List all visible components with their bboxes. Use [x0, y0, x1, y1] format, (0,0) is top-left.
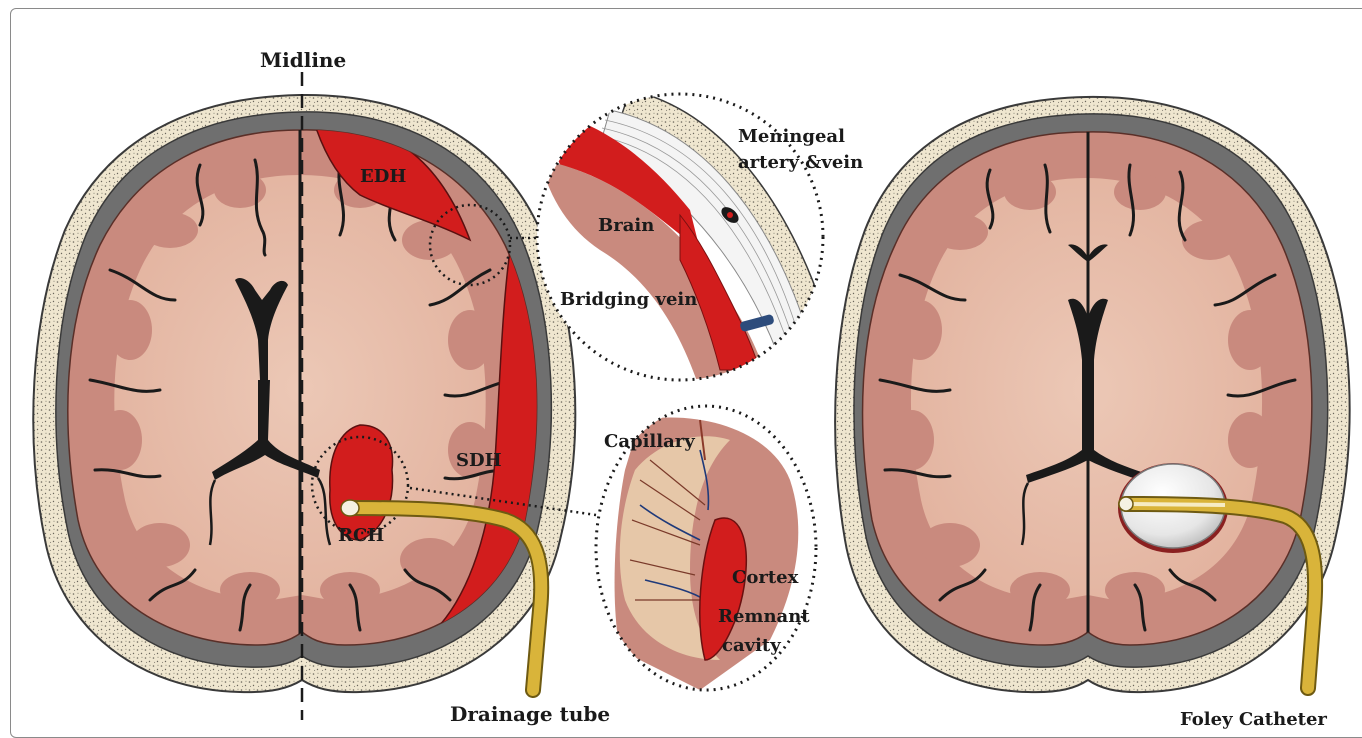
label-meningeal-line1: Meningeal — [738, 126, 845, 147]
label-drainage-tube: Drainage tube — [450, 702, 610, 726]
label-remnant-line2: cavity — [722, 635, 781, 656]
label-cortex: Cortex — [732, 567, 799, 588]
label-meningeal-line2: artery &vein — [738, 152, 863, 173]
label-foley-catheter: Foley Catheter — [1180, 709, 1327, 730]
label-midline: Midline — [260, 48, 346, 72]
label-capillary: Capillary — [604, 431, 695, 452]
label-rch: RCH — [338, 525, 384, 546]
label-brain: Brain — [598, 215, 654, 236]
label-remnant-line1: Remnant — [718, 606, 810, 627]
label-edh: EDH — [360, 166, 406, 187]
label-sdh: SDH — [456, 450, 502, 471]
right-brain-section — [835, 97, 1349, 692]
left-brain-section — [33, 72, 596, 720]
label-bridging-vein: Bridging vein — [560, 289, 697, 310]
